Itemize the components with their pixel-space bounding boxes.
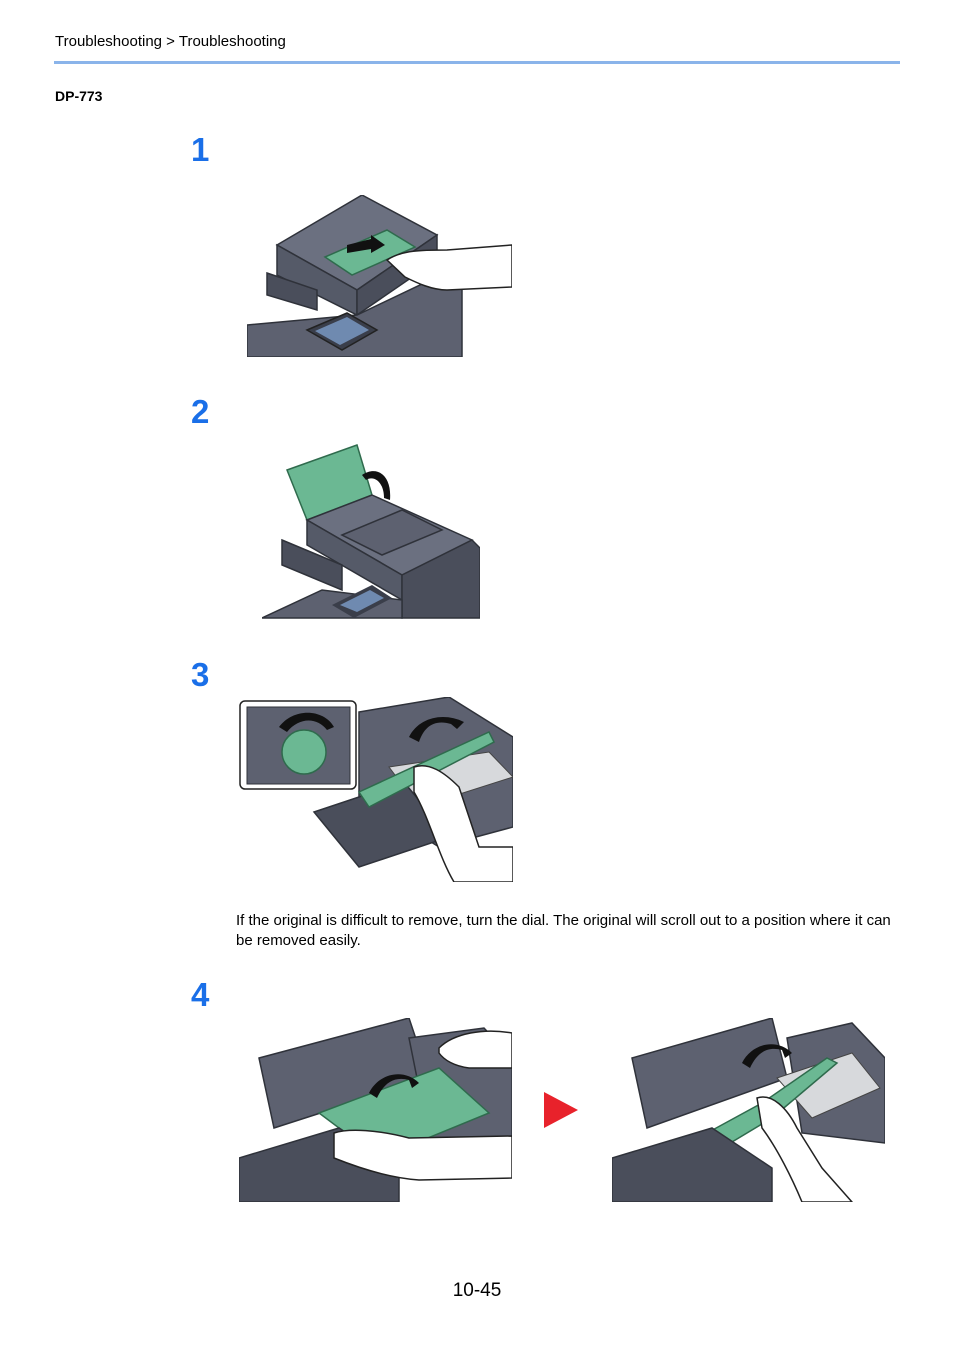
step-number-4: 4 (191, 976, 210, 1013)
step-1-illustration (247, 195, 512, 357)
section-title: DP-773 (55, 88, 103, 104)
step-3-note: If the original is difficult to remove, … (236, 912, 891, 949)
next-arrow-icon (544, 1092, 578, 1128)
step-number-1: 1 (191, 131, 210, 168)
step-4-illustration-right (612, 1018, 885, 1202)
step-number-2: 2 (191, 393, 210, 430)
step-4-illustration-left (239, 1018, 512, 1202)
step-2-illustration (262, 444, 480, 619)
header-rule (54, 61, 900, 64)
step-number-3: 3 (191, 656, 210, 693)
breadcrumb: Troubleshooting > Troubleshooting (55, 33, 286, 50)
step-3-illustration (239, 697, 513, 882)
page-number: 10-45 (452, 1280, 502, 1301)
